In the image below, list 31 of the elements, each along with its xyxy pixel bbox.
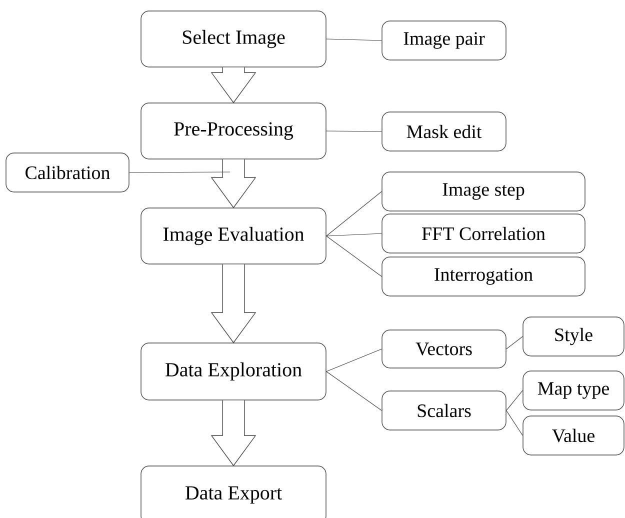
block-arrow	[210, 67, 256, 104]
option-box: Style	[522, 316, 624, 356]
connector-line	[129, 172, 230, 173]
option-box: Map type	[522, 370, 624, 410]
option-box: Scalars	[382, 390, 506, 430]
option-box: Value	[522, 416, 624, 456]
connector-line	[326, 371, 382, 411]
main-step-box: Image Evaluation	[140, 208, 326, 264]
main-step-box: Select Image	[140, 10, 326, 68]
option-box: Image step	[382, 172, 586, 212]
connector-line	[506, 410, 523, 436]
main-step-box: Data Exploration	[140, 342, 326, 400]
connector-line	[326, 348, 382, 372]
connector-line	[506, 390, 523, 411]
main-step-box: Data Export	[140, 466, 326, 518]
connector-line	[326, 233, 382, 236]
option-box: FFT Correlation	[382, 214, 586, 254]
option-box: Mask edit	[382, 112, 506, 152]
option-box: Vectors	[382, 330, 506, 368]
option-box: Interrogation	[382, 256, 586, 296]
main-step-box: Pre-Processing	[140, 102, 326, 160]
connector-line	[506, 336, 523, 350]
option-box: Calibration	[6, 152, 130, 192]
option-box: Image pair	[382, 20, 506, 60]
block-arrow	[210, 264, 256, 344]
block-arrow	[210, 159, 256, 208]
connector-line	[326, 130, 382, 132]
connector-line	[326, 236, 382, 277]
block-arrow	[210, 400, 256, 466]
connector-line	[326, 191, 382, 236]
connector-line	[326, 38, 382, 41]
